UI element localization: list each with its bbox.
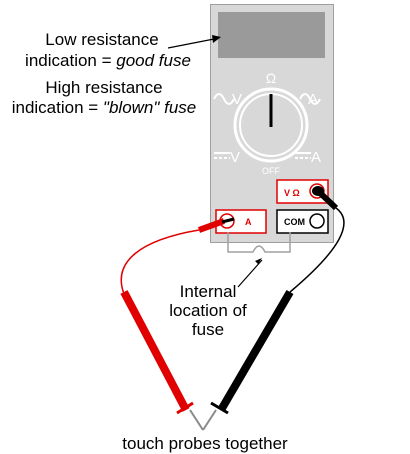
- internal-fuse-path: [227, 232, 291, 253]
- dc-voltage-label: V: [230, 149, 240, 166]
- ac-wave-icon: [299, 93, 321, 105]
- ac-wave-icon: [213, 93, 235, 105]
- display-pointer-line: [167, 38, 215, 49]
- touch-probes-label: touch probes together: [122, 434, 288, 453]
- black-plug-end: [312, 186, 324, 196]
- internal-fuse-label-1: Internal: [180, 282, 237, 301]
- red-wire: [120, 229, 200, 295]
- high-resistance-indication: indication = "blown" fuse: [12, 98, 197, 117]
- black-probe-handle: [217, 289, 294, 413]
- red-probe-tip: [189, 409, 204, 431]
- black-probe-tip: [202, 409, 217, 431]
- fuse-pointer-line: [237, 259, 263, 288]
- red-probe-handle: [120, 290, 190, 412]
- dc-current-label: A: [311, 149, 321, 166]
- internal-fuse-label-3: fuse: [192, 320, 224, 339]
- v-ohm-jack-label: V Ω: [284, 188, 300, 198]
- ac-current-position[interactable]: A: [299, 91, 321, 108]
- rotary-selector[interactable]: [233, 87, 309, 163]
- com-socket: [309, 213, 325, 229]
- good-fuse-text: good fuse: [116, 51, 191, 70]
- red-test-lead[interactable]: [120, 217, 235, 431]
- indication-prefix: indication =: [12, 98, 103, 117]
- red-plug-tip: [221, 217, 235, 224]
- amps-jack-label: A: [245, 217, 252, 227]
- low-resistance-indication: indication = good fuse: [25, 51, 191, 70]
- com-jack[interactable]: COM: [276, 209, 329, 234]
- fuse-pointer-arrowhead: [255, 258, 262, 264]
- low-resistance-label: Low resistance: [45, 30, 158, 49]
- meter-display: [218, 12, 325, 58]
- black-test-lead[interactable]: [202, 186, 345, 431]
- display-pointer-arrowhead: [212, 35, 221, 43]
- black-wire: [289, 207, 345, 293]
- high-resistance-label: High resistance: [45, 78, 162, 97]
- indication-prefix: indication =: [25, 51, 116, 70]
- internal-fuse-label-2: location of: [169, 301, 247, 320]
- red-plug-body: [197, 218, 226, 233]
- ac-voltage-position[interactable]: V: [213, 91, 242, 108]
- red-probe-guard: [176, 401, 194, 415]
- ac-current-label: A: [308, 91, 318, 108]
- amps-jack[interactable]: A: [215, 209, 267, 234]
- blown-fuse-text: "blown" fuse: [103, 98, 196, 117]
- com-jack-label: COM: [284, 217, 305, 227]
- black-probe-guard: [210, 401, 229, 415]
- ac-voltage-label: V: [232, 91, 242, 108]
- dc-voltage-position[interactable]: V: [214, 149, 240, 166]
- ohm-symbol: Ω: [266, 70, 276, 86]
- dc-current-position[interactable]: A: [295, 149, 321, 166]
- off-label: OFF: [262, 166, 280, 176]
